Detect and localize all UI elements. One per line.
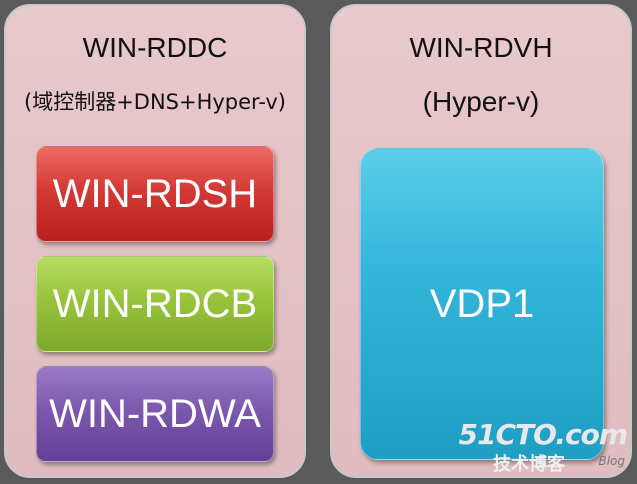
- server-panel-rdvh: WIN-RDVH (Hyper-v) VDP1: [330, 4, 632, 478]
- server-panel-rddc: WIN-RDDC (域控制器+DNS+Hyper-v) WIN-RDSH WIN…: [4, 4, 306, 478]
- panel-subtitle: (域控制器+DNS+Hyper-v): [24, 90, 286, 114]
- vm-box-vdp1: VDP1: [360, 148, 604, 460]
- watermark-tagline: 技术博客: [493, 454, 565, 475]
- watermark: 51CTO.com 技术博客 Blog: [459, 418, 628, 475]
- panel-title: WIN-RDVH: [409, 32, 553, 63]
- watermark-blog: Blog: [598, 454, 625, 468]
- role-box-rdcb: WIN-RDCB: [36, 256, 274, 352]
- role-box-rdsh: WIN-RDSH: [36, 146, 274, 242]
- panel-title: WIN-RDDC: [82, 32, 228, 63]
- role-box-rdwa: WIN-RDWA: [36, 366, 274, 462]
- panel-subtitle: (Hyper-v): [422, 86, 540, 117]
- watermark-site: 51CTO.com: [458, 418, 628, 451]
